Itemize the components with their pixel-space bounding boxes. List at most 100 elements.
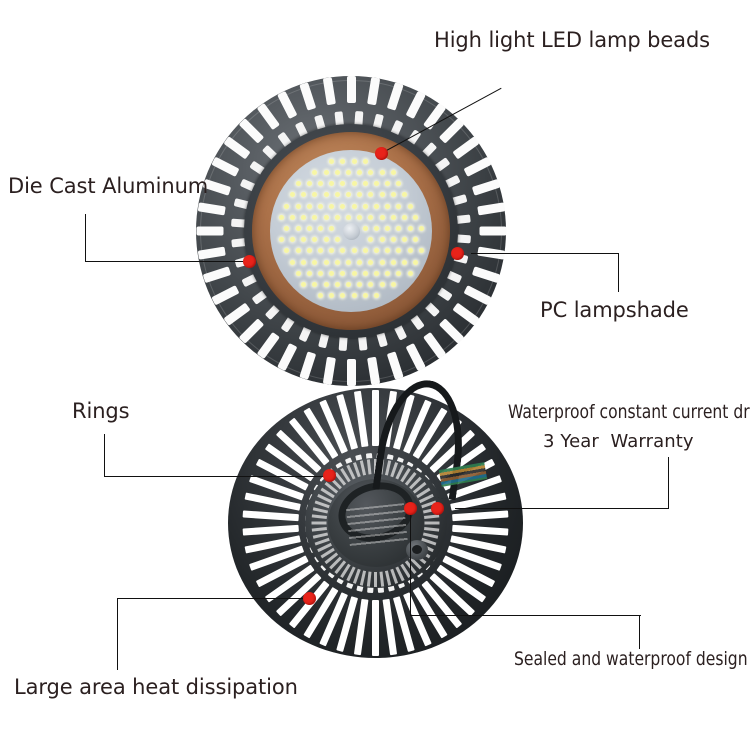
led-bead (362, 248, 368, 254)
leader-line-waterproof-drive-horizontal (455, 508, 669, 510)
led-bead (413, 259, 419, 265)
callout-label-large-area-heat-dissipation: Large area heat dissipation (14, 675, 298, 699)
led-bead (357, 192, 363, 198)
heatsink-fin-ring-outer (228, 388, 523, 658)
center-boss (342, 222, 360, 240)
led-bead (351, 203, 357, 209)
hub-tooth (366, 571, 372, 587)
led-bead (379, 214, 385, 220)
callout-label-high-light-led-lamp-beads: High light LED lamp beads (434, 28, 711, 52)
leader-line-die-cast-aluminum-vertical (85, 214, 87, 262)
led-bead (329, 293, 335, 299)
led-bead (413, 214, 419, 220)
led-bead (340, 158, 346, 164)
led-bead (368, 259, 374, 265)
led-bead (401, 259, 407, 265)
led-bead (396, 225, 402, 231)
led-bead (323, 281, 329, 287)
marker-dot-waterproof-constant-current-drive (431, 502, 444, 515)
led-bead (289, 192, 295, 198)
led-bead (390, 259, 396, 265)
leader-line-pc-lampshade-vertical (618, 253, 620, 292)
led-bead (362, 293, 368, 299)
led-lens-panel (270, 150, 432, 312)
rim-highlight (200, 80, 502, 382)
led-bead (345, 214, 351, 220)
led-bead (362, 158, 368, 164)
marker-dot-pc-lampshade (451, 247, 464, 260)
marker-dot-sealed-and-waterproof-design (404, 502, 417, 515)
led-bead (295, 270, 301, 276)
led-bead (284, 248, 290, 254)
led-bead (306, 270, 312, 276)
hub-tooth (366, 459, 372, 475)
led-bead (306, 225, 312, 231)
led-bead (362, 225, 368, 231)
led-bead (345, 192, 351, 198)
hub-tooth (311, 514, 327, 520)
led-bead (390, 169, 396, 175)
led-bead (373, 203, 379, 209)
led-bead (289, 237, 295, 243)
led-bead (306, 181, 312, 187)
spec-label-plate (346, 503, 408, 549)
led-bead (396, 248, 402, 254)
hub-teeth (305, 458, 447, 588)
led-bead (379, 192, 385, 198)
led-bead (340, 203, 346, 209)
led-bead (351, 248, 357, 254)
led-bead (317, 225, 323, 231)
led-bead (278, 237, 284, 243)
marker-dot-rings (323, 469, 336, 482)
led-bead (390, 237, 396, 243)
callout-label-die-cast-aluminum: Die Cast Aluminum (8, 174, 209, 198)
led-bead (295, 203, 301, 209)
led-bead (312, 281, 318, 287)
led-bead (317, 248, 323, 254)
hub-tooth (424, 521, 440, 525)
led-bead (312, 214, 318, 220)
led-bead (357, 169, 363, 175)
led-bead (385, 181, 391, 187)
led-bead (317, 181, 323, 187)
led-bead (390, 192, 396, 198)
led-bead (368, 169, 374, 175)
led-bead (418, 248, 424, 254)
leader-line-sealed-waterproof-riser (410, 508, 412, 616)
led-bead (301, 192, 307, 198)
led-bead (340, 248, 346, 254)
led-bead (373, 181, 379, 187)
led-bead (329, 270, 335, 276)
led-bead (345, 169, 351, 175)
led-bead (379, 281, 385, 287)
led-bead (351, 293, 357, 299)
led-bead (323, 192, 329, 198)
heatsink-fin (372, 390, 379, 446)
leader-line-pc-lampshade-horizontal (471, 253, 619, 255)
led-bead (317, 293, 323, 299)
callout-label-pc-lampshade: PC lampshade (540, 298, 689, 322)
product-image-bottom-lamp (228, 374, 523, 658)
led-bead (379, 237, 385, 243)
led-bead (373, 293, 379, 299)
led-bead (323, 259, 329, 265)
hub-tooth (424, 514, 440, 520)
led-bead (345, 259, 351, 265)
led-bead (301, 237, 307, 243)
led-bead (351, 181, 357, 187)
led-bead (390, 214, 396, 220)
led-bead (289, 259, 295, 265)
led-bead (368, 192, 374, 198)
led-bead (407, 270, 413, 276)
led-bead (340, 270, 346, 276)
leader-line-die-cast-aluminum-horizontal (85, 261, 251, 263)
led-bead (284, 203, 290, 209)
led-bead (379, 169, 385, 175)
led-bead (301, 259, 307, 265)
hub-tooth (424, 526, 440, 532)
led-bead (351, 158, 357, 164)
product-image-top-lamp (196, 76, 506, 386)
leader-line-waterproof-drive-vertical (668, 457, 670, 509)
led-bead (401, 214, 407, 220)
